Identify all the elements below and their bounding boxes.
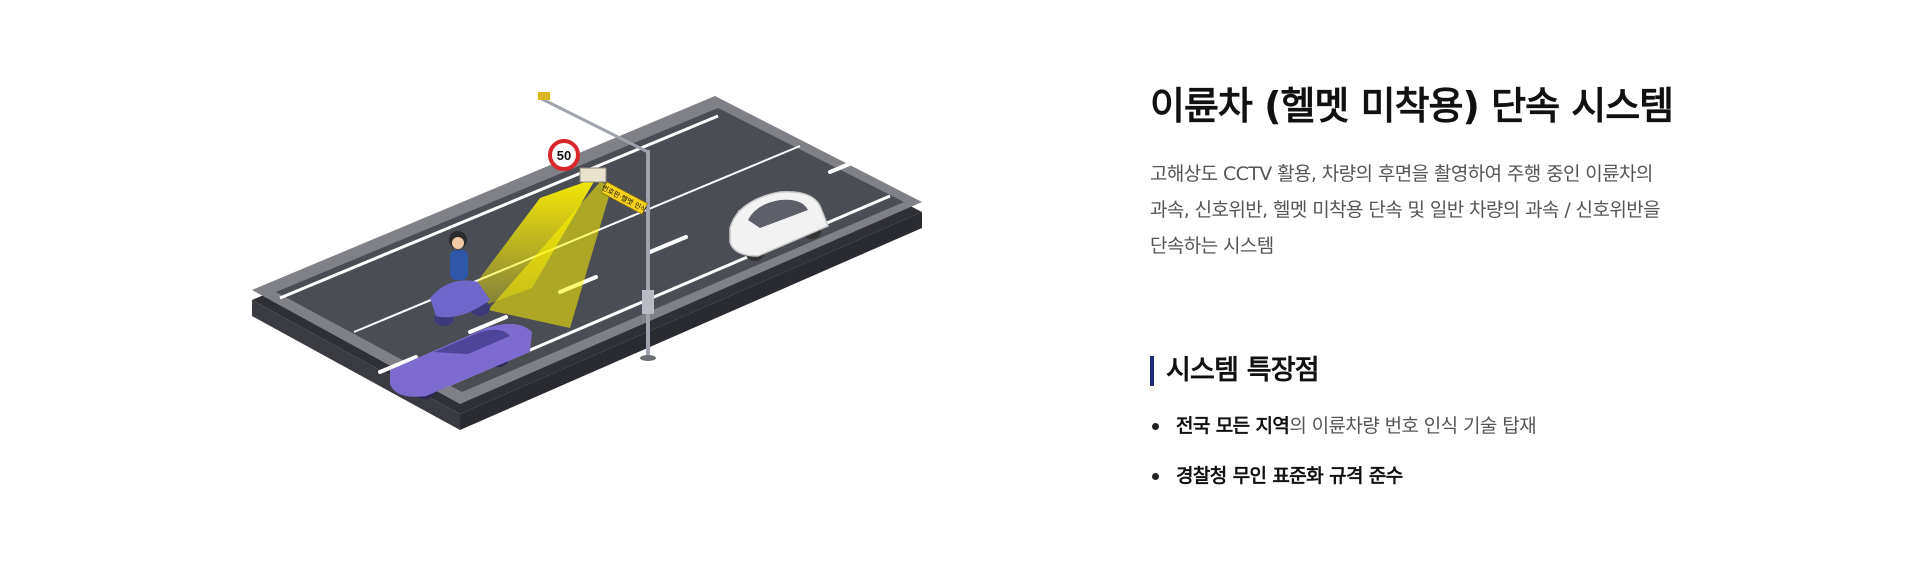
feature-item: 경찰청 무인 표준화 규격 준수 <box>1150 464 1790 488</box>
speed-sign-text: 50 <box>557 148 571 163</box>
cctv-camera-icon <box>538 92 607 183</box>
speed-limit-sign-icon: 50 <box>548 139 580 171</box>
description-line: 단속하는 시스템 <box>1150 234 1274 257</box>
features-list: 전국 모든 지역의 이륜차량 번호 인식 기술 탑재 경찰청 무인 표준화 규격… <box>1150 414 1790 488</box>
feature-bold: 경찰청 무인 표준화 규격 준수 <box>1176 464 1403 487</box>
description-line: 고해상도 CCTV 활용, 차량의 후면을 촬영하여 주행 중인 이륜차의 <box>1150 162 1653 185</box>
white-car-icon <box>729 191 829 261</box>
description: 고해상도 CCTV 활용, 차량의 후면을 촬영하여 주행 중인 이륜차의 과속… <box>1150 156 1750 264</box>
road-base-side <box>252 300 460 430</box>
page-title: 이륜차 (헬멧 미착용) 단속 시스템 <box>1150 84 1674 128</box>
enforcement-illustration: 50 번호판·헬멧 인식 <box>252 92 922 430</box>
bullet-icon <box>1152 422 1159 430</box>
feature-item: 전국 모든 지역의 이륜차량 번호 인식 기술 탑재 <box>1150 414 1790 438</box>
content-panel: 이륜차 (헬멧 미착용) 단속 시스템 고해상도 CCTV 활용, 차량의 후면… <box>1150 84 1790 514</box>
road-edge-line <box>279 114 719 300</box>
car-icon <box>390 323 532 399</box>
description-line: 과속, 신호위반, 헬멧 미착용 단속 및 일반 차량의 과속 / 신호위반을 <box>1150 198 1661 221</box>
feature-bold: 전국 모든 지역 <box>1176 414 1290 437</box>
feature-text: 의 이륜차량 번호 인식 기술 탑재 <box>1289 414 1536 437</box>
road-base-side-right <box>460 212 922 430</box>
bullet-icon <box>1152 472 1159 480</box>
cctv-pole <box>539 96 656 361</box>
scooter-icon <box>430 231 490 326</box>
camera-beam <box>450 178 596 318</box>
features-heading: 시스템 특장점 <box>1150 355 1790 386</box>
camera-beam-wide <box>488 182 612 328</box>
